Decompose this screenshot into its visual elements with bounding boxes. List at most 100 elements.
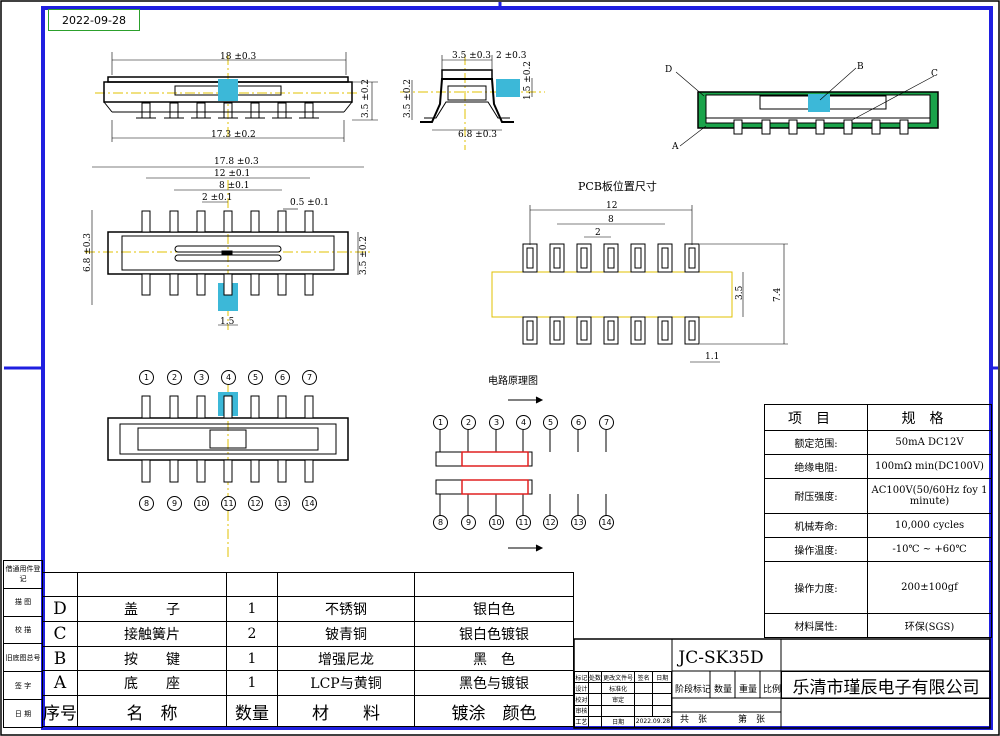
spec-label: 绝缘电阻: [764, 454, 868, 480]
bottom-pin-top [141, 395, 151, 419]
circuit-title: 电路原理图 [488, 376, 538, 387]
revision-strip: 借通用件登记 描 图 校 描 旧底图总号 签 字 日 期 [3, 560, 43, 728]
plan-pin-bottom [196, 273, 206, 296]
spec-value: -10℃ ~ +60℃ [867, 536, 992, 562]
pcb-pad-top-inner [526, 247, 534, 269]
bottom-pin-top [250, 395, 260, 419]
pin-number: 12 [543, 515, 558, 530]
section-pin [733, 119, 743, 135]
pin-number: 14 [302, 496, 317, 511]
plan-pin-top [223, 210, 233, 233]
sheet-number: 第 张 [738, 715, 766, 725]
bottom-pin-top [223, 395, 233, 419]
dim-tab: 1.5 [220, 317, 235, 327]
plan-pin-bottom [169, 273, 179, 296]
pcb-pad-bottom-inner [526, 320, 534, 341]
stage-qty: 数量 [714, 685, 733, 695]
front-pin [196, 102, 206, 119]
pin-number: 4 [221, 370, 236, 385]
bom-qty: 1 [226, 645, 278, 672]
bottom-pin-top [196, 395, 206, 419]
plan-pin-top [304, 210, 314, 233]
spec-label: 材料属性: [764, 612, 868, 639]
label-C: C [931, 69, 938, 79]
dim-side-left: 3.5 ±0.2 [403, 78, 413, 118]
strip-cell: 签 字 [3, 671, 43, 701]
spec-header-item: 项目 [764, 404, 868, 431]
dim-height: 6.8 ±0.3 [83, 232, 93, 272]
section-pin [788, 119, 798, 135]
bottom-pin-top [304, 395, 314, 419]
pin-number: 11 [516, 515, 531, 530]
bom-name: 接触簧片 [77, 620, 227, 647]
pcb-d74: 7.4 [773, 287, 783, 302]
bom-header-qty: 数量 [226, 695, 278, 727]
pin-number: 9 [461, 515, 476, 530]
label-D: D [665, 65, 673, 75]
strip-cell: 旧底图总号 [3, 643, 43, 673]
section-pin [843, 119, 853, 135]
pcb-pad-bottom-inner [634, 320, 642, 341]
pcb-pad-bottom-inner [580, 320, 588, 341]
stage-scale: 比例 [763, 685, 782, 695]
pin-number: 11 [221, 496, 236, 511]
pcb-d12: 12 [606, 201, 618, 211]
bottom-pin-bottom [196, 459, 206, 483]
bom-material: 增强尼龙 [277, 645, 415, 672]
pcb-pad-top-inner [580, 247, 588, 269]
pcb-pad-bottom-inner [661, 320, 669, 341]
pin-number: 2 [461, 415, 476, 430]
spec-label: 操作温度: [764, 536, 868, 562]
pin-number: 3 [489, 415, 504, 430]
tb-cell: 校对 [574, 693, 589, 706]
spec-label: 操作力度: [764, 560, 868, 614]
bom-material: LCP与黄铜 [277, 670, 415, 697]
tb-cell: 设计 [574, 682, 589, 695]
pcb-d11: 1.1 [705, 352, 720, 362]
section-pin [899, 119, 909, 135]
company-name: 乐清市瑾辰电子有限公司 [781, 671, 991, 699]
pcb-d8: 8 [608, 215, 614, 225]
section-pin [815, 119, 825, 135]
pin-number: 8 [139, 496, 154, 511]
dim-span8: 8 ±0.1 [219, 181, 250, 191]
plan-pin-bottom [141, 273, 151, 296]
plan-pin-bottom [277, 273, 287, 296]
pin-number: 10 [194, 496, 209, 511]
pin-number: 5 [543, 415, 558, 430]
plan-pin-top [250, 210, 260, 233]
pin-number: 7 [302, 370, 317, 385]
plan-pin-bottom [223, 273, 233, 296]
pin-number: 14 [599, 515, 614, 530]
pcb-d35: 3.5 [735, 285, 745, 300]
front-view [95, 52, 378, 142]
pcb-pad-top-inner [607, 247, 615, 269]
front-pin [277, 102, 287, 119]
spec-value: 200±100gf [867, 560, 992, 614]
strip-cell: 日 期 [3, 699, 43, 728]
pin-number: 8 [433, 515, 448, 530]
pin-number: 5 [248, 370, 263, 385]
label-B: B [857, 62, 864, 72]
bom-qty: 1 [226, 670, 278, 697]
front-pin [169, 102, 179, 119]
tb-cell: 工艺 [574, 715, 589, 729]
dim-side-top-left: 3.5 ±0.3 [452, 51, 492, 61]
stage-weight: 重量 [739, 685, 758, 695]
bom-header-material: 材 料 [277, 695, 415, 727]
dim-inner: 3.5 ±0.2 [359, 235, 369, 275]
bom-qty: 2 [226, 620, 278, 647]
dim-span2: 2 ±0.1 [202, 193, 233, 203]
stage-mark: 阶段标记 [675, 685, 712, 695]
bottom-pin-bottom [250, 459, 260, 483]
tb-cell: 日期 [652, 670, 672, 684]
spec-table: 项目 规格 额定范围:50mA DC12V 绝缘电阻:100mΩ min(DC1… [764, 404, 992, 639]
dim-width-bottom: 17.3 ±0.2 [211, 130, 256, 140]
pin-number: 13 [571, 515, 586, 530]
strip-cell: 校 描 [3, 615, 43, 645]
bom-color: 银白色 [414, 596, 574, 622]
pin-number: 3 [194, 370, 209, 385]
bom-material: 不锈钢 [277, 596, 415, 622]
